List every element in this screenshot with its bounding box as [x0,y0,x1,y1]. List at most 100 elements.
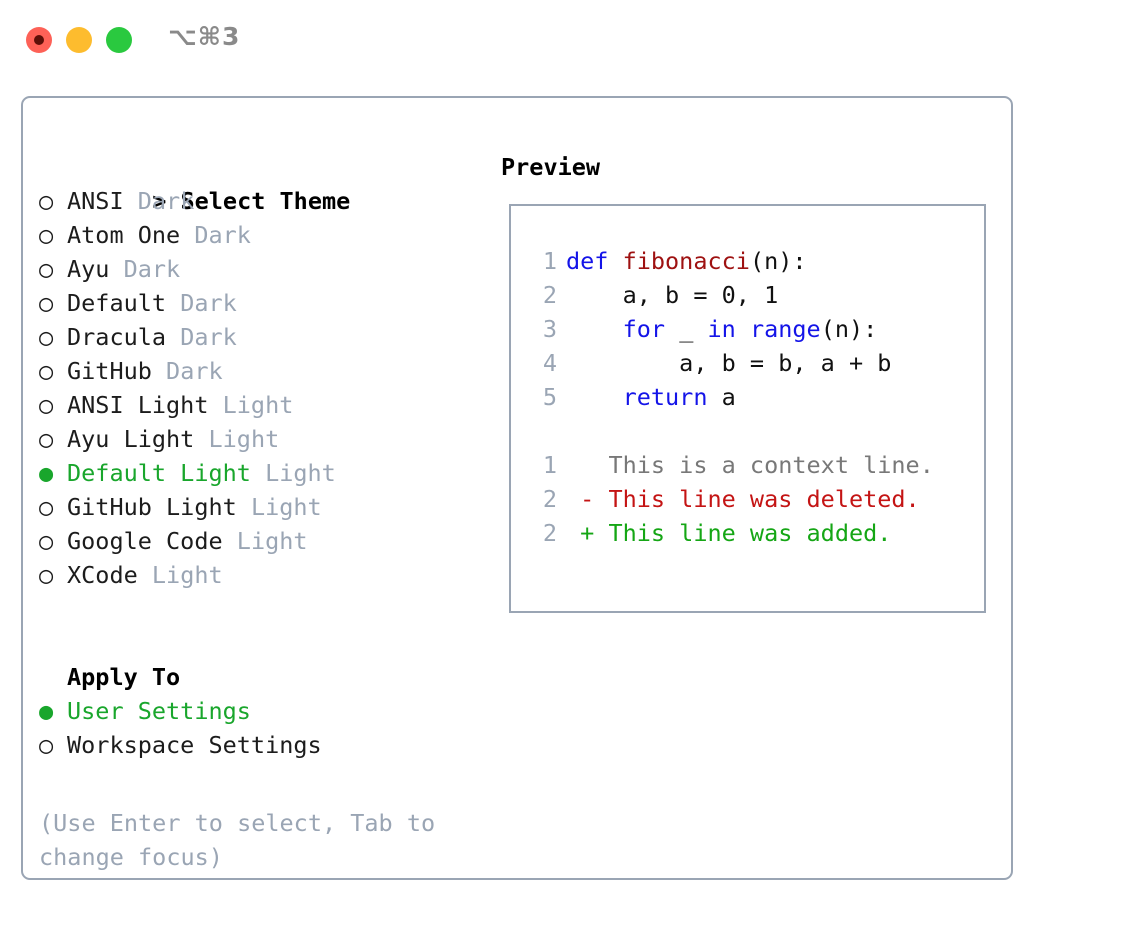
code-token [566,315,623,343]
diff-line: 2 + This line was added. [531,516,934,550]
theme-option-label: GitHub Light Light [67,490,322,524]
theme-option-default-light[interactable]: ● Default Light Light [39,456,489,490]
theme-option-ansi[interactable]: ○ ANSI Dark [39,184,489,218]
theme-variant-badge: Dark [137,187,195,215]
radio-unselected-icon: ○ [39,493,54,521]
maximize-button-icon[interactable] [106,27,132,53]
line-number: 5 [542,383,557,411]
radio-unselected-icon: ○ [39,527,54,555]
theme-name: Ayu Light [67,425,195,453]
diff-text: This is a context line. [594,451,934,479]
theme-selector-panel: > Select Theme ○ANSI Dark○Atom One Dark○… [21,96,1013,880]
theme-option-dracula[interactable]: ○ Dracula Dark [39,320,489,354]
theme-option-label: Ayu Light Light [67,422,279,456]
theme-option-label: Atom One Dark [67,218,251,252]
theme-variant-badge: Light [250,493,322,521]
radio-unselected-icon: ○ [39,561,54,589]
title-bar: ⌥⌘3 [0,0,1140,80]
theme-variant-badge: Light [236,527,308,555]
radio-unselected-icon: ○ [39,323,54,351]
theme-name: GitHub Light [67,493,237,521]
theme-variant-badge: Light [151,561,223,589]
code-token: a, b = b, a + b [566,349,892,377]
theme-option-label: ANSI Dark [67,184,194,218]
apply-to-option-workspace-settings[interactable]: ○ Workspace Settings [39,728,489,762]
preview-heading: Preview [501,153,601,181]
code-line: 5 return a [531,380,934,414]
radio-unselected-icon: ○ [39,255,54,283]
code-line: 4 a, b = b, a + b [531,346,934,380]
theme-list[interactable]: ○ ANSI Dark ○ Atom One Dark ○ Ayu Dark ○ Defaul… [39,184,489,592]
diff-line: 2 - This line was deleted. [531,482,934,516]
code-line: 3 for _ in range(n): [531,312,934,346]
radio-unselected-icon: ○ [39,731,54,759]
close-button-icon[interactable] [26,27,52,53]
code-token: a, b = 0, 1 [566,281,779,309]
code-token: _ [665,315,708,343]
theme-option-label: ANSI Light Light [67,388,293,422]
theme-option-ayu-light[interactable]: ○Ayu Light Light [39,422,489,456]
theme-variant-badge: Light [208,425,280,453]
code-token: fibonacci [622,247,750,275]
theme-option-google-code[interactable]: ○ Google Code Light [39,524,489,558]
code-token: in [707,315,736,343]
theme-option-default[interactable]: ○ Default Dark [39,286,489,320]
code-token: def [566,247,623,275]
theme-option-label: GitHub Dark [67,354,223,388]
line-number: 4 [542,349,557,377]
theme-name: XCode [67,561,138,589]
theme-option-label: Default Dark [67,286,237,320]
theme-variant-badge: Dark [180,323,237,351]
theme-name: Dracula [67,323,167,351]
code-blank-line [531,414,934,448]
code-token: for [622,315,666,343]
radio-unselected-icon: ○ [39,187,54,215]
theme-variant-badge: Dark [166,357,223,385]
line-number: 2 [542,485,557,513]
code-token: range [749,315,821,343]
theme-name: ANSI Light [67,391,209,419]
theme-name: Ayu [67,255,110,283]
theme-name: Default Light [67,459,251,487]
theme-variant-badge: Dark [194,221,251,249]
radio-unselected-icon: ○ [39,289,54,317]
section-spacer [39,592,489,660]
theme-option-github-light[interactable]: ○ GitHub Light Light [39,490,489,524]
theme-variant-badge: Light [222,391,294,419]
theme-option-label: Google Code Light [67,524,308,558]
line-number: 1 [542,247,557,275]
radio-selected-icon: ● [39,459,54,487]
diff-line: 1 This is a context line. [531,448,934,482]
theme-option-github[interactable]: ○ GitHub Dark [39,354,489,388]
theme-option-ansi-light[interactable]: ○ANSI Light Light [39,388,489,422]
diff-text: This line was added. [594,519,892,547]
theme-variant-badge: Dark [180,289,237,317]
theme-name: GitHub [67,357,152,385]
window-shortcut-label: ⌥⌘3 [168,22,241,51]
radio-unselected-icon: ○ [39,221,54,249]
radio-selected-icon: ● [39,697,54,725]
theme-option-atom-one[interactable]: ○ Atom One Dark [39,218,489,252]
theme-name: Atom One [67,221,181,249]
code-line: 2 a, b = 0, 1 [531,278,934,312]
keyboard-hint-text: (Use Enter to select, Tab to change focu… [39,809,450,871]
code-token [736,315,750,343]
select-theme-header-label: > Select Theme [152,187,351,215]
theme-variant-badge: Light [265,459,336,487]
apply-to-options[interactable]: ● User Settings ○ Workspace Settings [39,694,489,762]
code-token: (n): [820,315,878,343]
apply-to-option-label: User Settings [67,697,251,725]
apply-to-option-user-settings[interactable]: ● User Settings [39,694,489,728]
apply-to-option-label: Workspace Settings [67,731,322,759]
radio-unselected-icon: ○ [39,357,54,385]
theme-name: Google Code [67,527,223,555]
theme-option-ayu[interactable]: ○Ayu Dark [39,252,489,286]
minimize-button-icon[interactable] [66,27,92,53]
code-token: return [622,383,708,411]
theme-option-xcode[interactable]: ○ XCode Light [39,558,489,592]
diff-sign: - [566,485,595,513]
theme-name: Default [67,289,167,317]
